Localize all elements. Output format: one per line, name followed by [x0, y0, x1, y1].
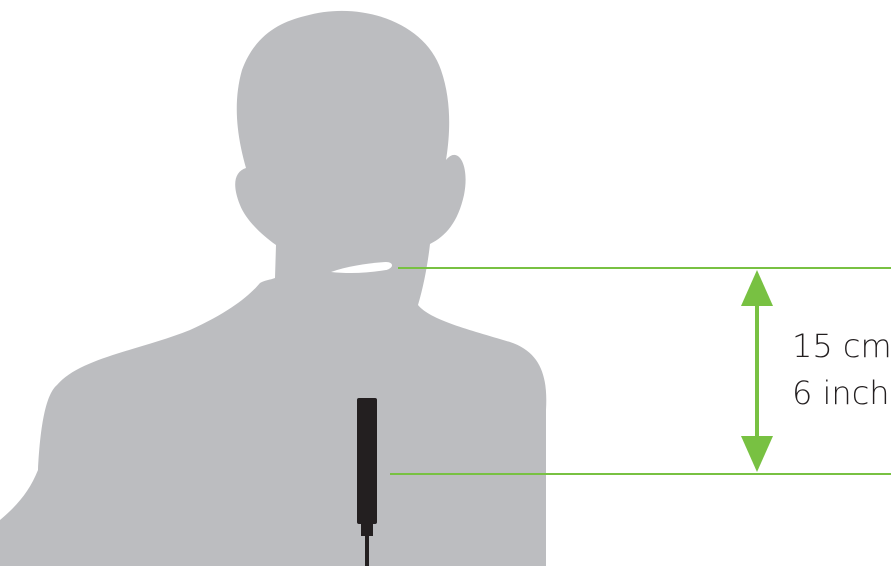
arrow-head-up	[741, 270, 773, 306]
double-headed-arrow-icon	[741, 270, 773, 472]
microphone-body	[357, 398, 377, 524]
microphone-cable	[365, 536, 369, 566]
microphone-clip	[361, 524, 373, 536]
distance-label-imperial: 6 inch	[792, 377, 890, 409]
head-and-body-shape	[0, 11, 546, 566]
arrow-head-down	[741, 436, 773, 472]
distance-label-metric: 15 cm	[792, 330, 891, 362]
person-silhouette-icon	[0, 11, 546, 566]
